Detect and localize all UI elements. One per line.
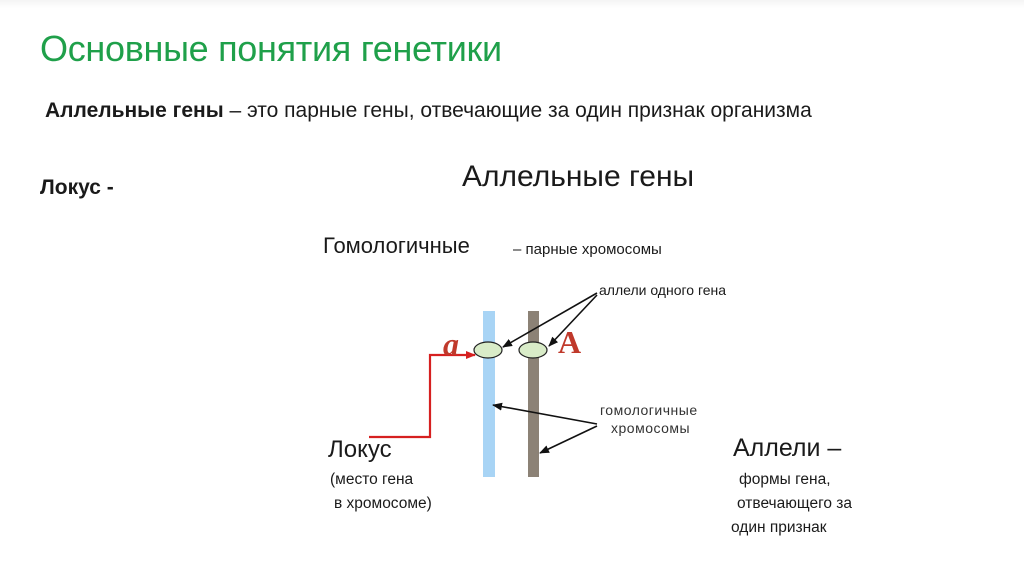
homologous-chromosomes-label-1: гомологичные (600, 402, 698, 418)
chromosome-right (528, 311, 539, 477)
arrow-to-left-allele (502, 292, 598, 348)
locus-arrow (369, 351, 476, 439)
top-band (0, 0, 1024, 8)
allele-recessive-letter: a (443, 326, 459, 362)
arrow-to-left-chromosome (492, 402, 598, 425)
alleles-desc-1: формы гена, (739, 471, 831, 488)
alleles-desc-3: один признак (731, 519, 827, 536)
chromosome-left (483, 311, 495, 477)
allele-ellipse-left (473, 341, 503, 359)
locus-desc-2: в хромосоме) (334, 495, 432, 512)
homologous-subtitle: – парные хромосомы (513, 241, 662, 258)
diagram-title: Аллельные гены (462, 160, 695, 193)
slide-title: Основные понятия генетики (40, 28, 502, 69)
arrow-to-right-allele (548, 294, 598, 347)
allele-dominant-letter: A (558, 324, 582, 360)
alleles-title: Аллели – (733, 434, 842, 462)
allele-ellipse-right (518, 341, 548, 359)
homologous-label: Гомологичные (323, 233, 470, 258)
locus-title: Локус (328, 436, 392, 463)
definition-text: – это парные гены, отвечающие за один пр… (223, 99, 812, 122)
homologous-chromosomes-label-2: хромосомы (611, 420, 691, 436)
allelic-genes-definition: Аллельные гены – это парные гены, отвеча… (40, 95, 940, 126)
locus-prompt: Локус - (40, 176, 114, 199)
arrow-to-right-chromosome (539, 425, 598, 454)
alleles-of-gene-label: аллели одного гена (599, 282, 727, 298)
definition-term: Аллельные гены (45, 99, 224, 122)
locus-desc-1: (место гена (330, 471, 414, 488)
alleles-desc-2: отвечающего за (737, 495, 853, 512)
